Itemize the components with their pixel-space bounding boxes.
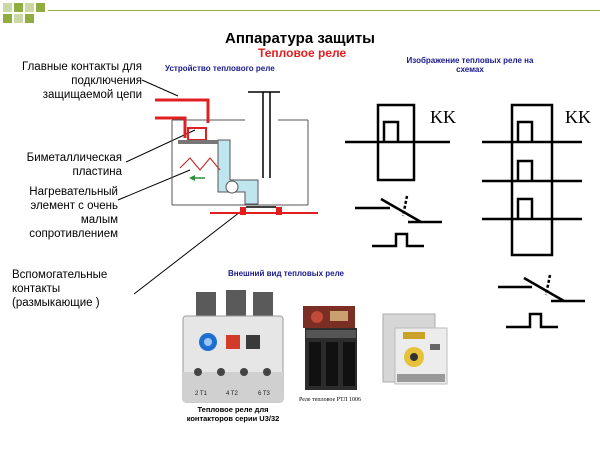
terminal-label: 4 T2 (226, 391, 238, 397)
device-section-header: Устройство теплового реле (165, 64, 275, 73)
kk-label-single: KK (430, 107, 456, 127)
bimetal-plate (217, 139, 259, 205)
photo-1-caption: Тепловое реле для контакторов серии U3/3… (186, 405, 280, 423)
corner-square (3, 14, 12, 23)
corner-square (14, 14, 23, 23)
corner-square (3, 3, 12, 12)
relay-photo-3 (382, 313, 448, 385)
heater-element (179, 157, 221, 171)
nc-contact-symbol-2 (498, 274, 585, 329)
corner-square (25, 14, 34, 23)
corner-square (25, 3, 34, 12)
schemes-section-header: Изображение тепловых реле на схемах (406, 56, 534, 74)
main-contacts-label: Главные контакты для подключения защищае… (22, 61, 142, 101)
relay-symbol-single (345, 103, 450, 182)
corner-square (14, 3, 23, 12)
relay-photo-2 (303, 306, 357, 390)
page-title: Аппаратура защиты (225, 30, 375, 47)
corner-square (36, 3, 45, 12)
terminal-label: 2 T1 (195, 391, 207, 397)
push-rod (248, 91, 280, 178)
kk-label-triple: KK (565, 107, 591, 127)
page-subtitle: Тепловое реле (258, 46, 347, 60)
heater-label: Нагревательный элемент с очень малым соп… (29, 186, 118, 240)
top-rule (48, 10, 600, 11)
nc-contact-symbol-1 (355, 195, 442, 248)
aux-contacts-label: Вспомогательные контакты (размыкающие ) (12, 269, 108, 309)
terminal-label: 6 T3 (258, 391, 270, 397)
appearance-section-header: Внешний вид тепловых реле (228, 269, 344, 278)
relay-photo-1 (182, 290, 284, 403)
pivot (225, 180, 239, 194)
bimetal-label: Биметаллическая пластина (26, 152, 122, 178)
photo-2-caption: Реле тепловое РТЛ 1006 (299, 397, 361, 403)
heater-bar (178, 140, 218, 144)
relay-symbol-triple (482, 103, 582, 257)
